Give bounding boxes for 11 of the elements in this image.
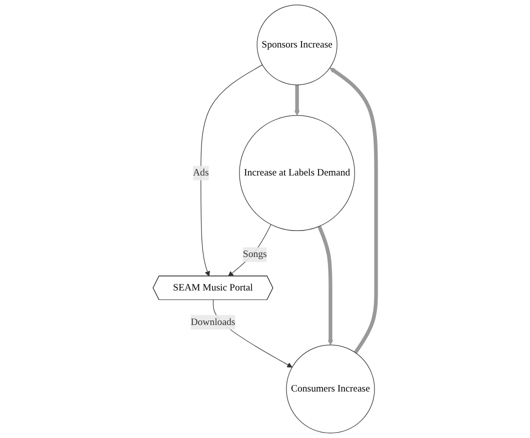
- arrow: [228, 224, 272, 276]
- node-circle: Increase at Labels Demand: [240, 115, 356, 232]
- node-circle: Sponsors Increase: [257, 4, 338, 86]
- node-circle: Consumers Increase: [286, 344, 376, 434]
- arrow: [201, 64, 264, 276]
- arrow: [294, 84, 300, 116]
- arrow: [318, 226, 334, 346]
- edge-label: Songs: [243, 249, 268, 260]
- edge-label: Ads: [193, 168, 210, 178]
- arrow: [330, 68, 378, 354]
- edge-label: Downloads: [191, 316, 236, 328]
